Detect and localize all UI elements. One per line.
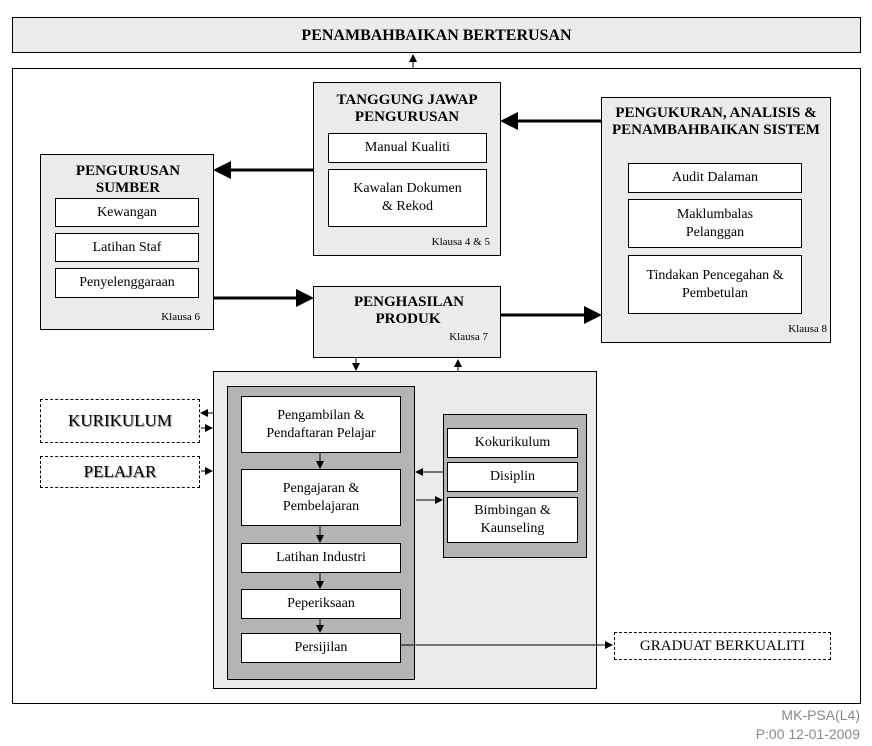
penghasilan-title: PENGHASILAN PRODUK bbox=[354, 294, 465, 327]
maklumbalas-box: Maklumbalas Pelanggan bbox=[628, 199, 802, 248]
support-bimbingan: Bimbingan & Kaunseling bbox=[447, 497, 578, 543]
footer-date: P:00 12-01-2009 bbox=[755, 726, 860, 742]
step-peperiksaan: Peperiksaan bbox=[241, 589, 401, 619]
top-banner: PENAMBAHBAIKAN BERTERUSAN bbox=[12, 17, 861, 53]
audit-dalaman-box: Audit Dalaman bbox=[628, 163, 802, 193]
step-latihan-industri: Latihan Industri bbox=[241, 543, 401, 573]
output-graduat-label: GRADUAT BERKUALITI bbox=[639, 638, 806, 654]
kewangan-box: Kewangan bbox=[55, 198, 199, 227]
penyelenggaraan-box: Penyelenggaraan bbox=[55, 268, 199, 298]
pengukuran-box: PENGUKURAN, ANALISIS & PENAMBAHBAIKAN SI… bbox=[601, 97, 831, 343]
latihan-staf-box: Latihan Staf bbox=[55, 233, 199, 262]
input-pelajar: PELAJAR bbox=[40, 456, 200, 488]
input-pelajar-label: PELAJAR bbox=[83, 462, 157, 481]
input-kurikulum-label: KURIKULUM bbox=[68, 411, 172, 430]
pengurusan-sumber-klausa: Klausa 6 bbox=[161, 311, 200, 323]
support-kokurikulum: Kokurikulum bbox=[447, 428, 578, 458]
manual-kualiti-box: Manual Kualiti bbox=[328, 133, 487, 163]
penghasilan-box: PENGHASILAN PRODUK Klausa 7 bbox=[313, 286, 501, 358]
tanggung-jawap-box: TANGGUNG JAWAP PENGURUSAN Manual Kualiti… bbox=[313, 82, 501, 256]
tindakan-box: Tindakan Pencegahan & Pembetulan bbox=[628, 255, 802, 314]
input-kurikulum: KURIKULUM bbox=[40, 399, 200, 443]
outer-frame bbox=[12, 68, 861, 704]
pengurusan-sumber-box: PENGURUSAN SUMBER Kewangan Latihan Staf … bbox=[40, 154, 214, 330]
footer-code: MK-PSA(L4) bbox=[781, 707, 860, 723]
pengukuran-klausa: Klausa 8 bbox=[788, 323, 827, 335]
top-banner-label: PENAMBAHBAIKAN BERTERUSAN bbox=[301, 26, 572, 44]
penghasilan-klausa: Klausa 7 bbox=[449, 331, 488, 343]
step-persijilan: Persijilan bbox=[241, 633, 401, 663]
output-graduat: GRADUAT BERKUALITI bbox=[614, 632, 831, 660]
tanggung-jawap-title: TANGGUNG JAWAP PENGURUSAN bbox=[336, 92, 478, 125]
step-pengajaran: Pengajaran & Pembelajaran bbox=[241, 469, 401, 526]
support-disiplin: Disiplin bbox=[447, 462, 578, 492]
pengurusan-sumber-title: PENGURUSAN SUMBER bbox=[75, 163, 181, 196]
step-pengambilan: Pengambilan & Pendaftaran Pelajar bbox=[241, 396, 401, 453]
tanggung-jawap-klausa: Klausa 4 & 5 bbox=[431, 236, 490, 248]
pengukuran-title: PENGUKURAN, ANALISIS & PENAMBAHBAIKAN SI… bbox=[612, 105, 820, 138]
kawalan-dokumen-box: Kawalan Dokumen & Rekod bbox=[328, 169, 487, 227]
